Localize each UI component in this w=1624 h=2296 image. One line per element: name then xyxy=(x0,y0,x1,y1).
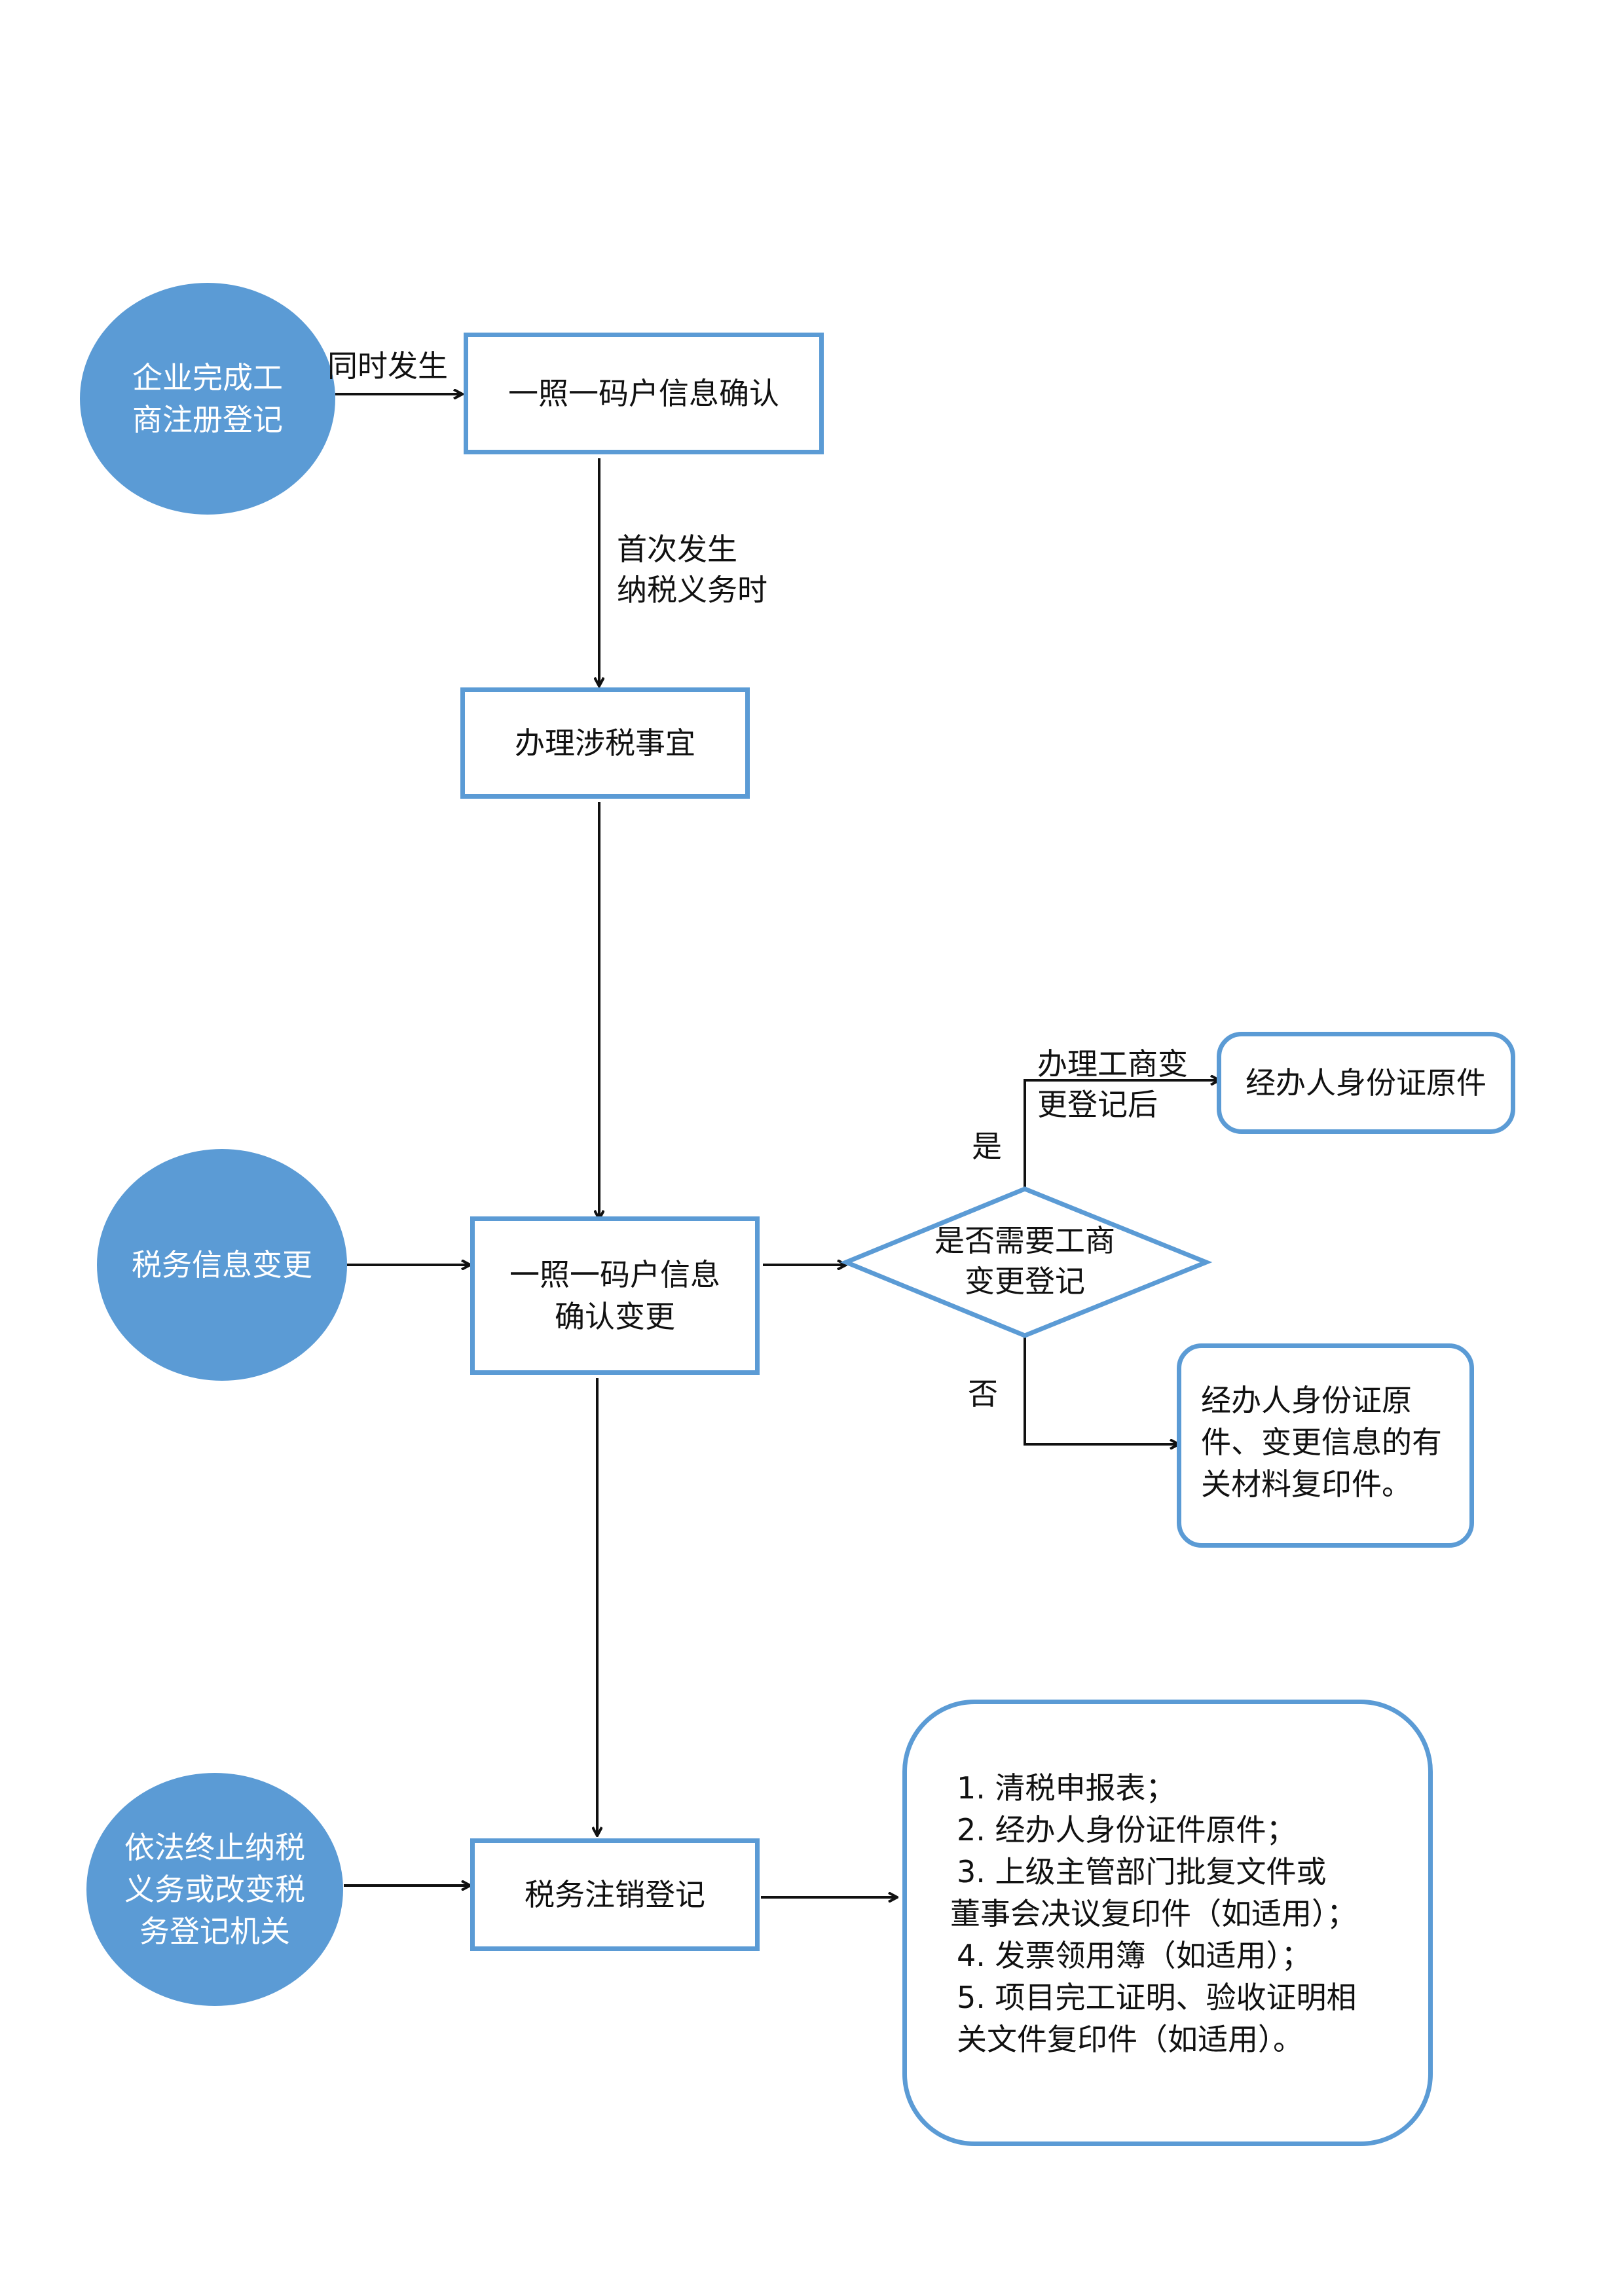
decision-label: 是否需要工商 变更登记 xyxy=(934,1223,1115,1299)
box-confirm-change: 一照一码户信息 确认变更 xyxy=(470,1216,760,1375)
doc-id-original-text: 经办人身份证原件 xyxy=(1246,1065,1486,1101)
edge-label-no: 否 xyxy=(968,1376,998,1412)
box-info-confirm: 一照一码户信息确认 xyxy=(464,333,824,454)
doc-item: 关文件复印件（如适用）。 xyxy=(957,2022,1303,2057)
arrow-decision-no xyxy=(1024,1336,1179,1444)
edge-label-first-tax-obligation: 首次发生 纳税义务时 xyxy=(617,532,767,608)
start-node-terminate: 依法终止纳税 义务或改变税 务登记机关 xyxy=(86,1773,343,2006)
box-doc-id-original: 经办人身份证原件 xyxy=(1217,1032,1515,1134)
edge-label-simultaneous: 同时发生 xyxy=(327,348,448,384)
doc-item: 董事会决议复印件（如适用）； xyxy=(950,1896,1357,1931)
box-deregistration-docs: 1. 清税申报表； 2. 经办人身份证件原件； 3. 上级主管部门批复文件或 董… xyxy=(902,1700,1433,2146)
edge-label-yes: 是 xyxy=(972,1129,1002,1164)
decision-diamond-shape xyxy=(840,1186,1213,1338)
doc-item: 4. 发票领用簿（如适用）； xyxy=(957,1938,1312,1973)
box-handle-tax: 办理涉税事宜 xyxy=(460,687,750,799)
box-deregistration: 税务注销登记 xyxy=(470,1838,760,1951)
doc-item: 1. 清税申报表； xyxy=(957,1770,1176,1806)
doc-item: 3. 上级主管部门批复文件或 xyxy=(957,1854,1327,1889)
start-node-registration: 企业完成工 商注册登记 xyxy=(80,283,335,515)
box-doc-change-materials: 经办人身份证原 件、变更信息的有 关材料复印件。 xyxy=(1177,1343,1474,1548)
doc-item: 2. 经办人身份证件原件； xyxy=(957,1812,1297,1848)
arrow-decision-yes xyxy=(1024,1080,1219,1189)
doc-item: 5. 项目完工证明、验收证明相 xyxy=(957,1980,1357,2015)
edge-label-after-business-change: 办理工商变 更登记后 xyxy=(1037,1046,1188,1122)
start-node-tax-info-change: 税务信息变更 xyxy=(97,1149,347,1381)
